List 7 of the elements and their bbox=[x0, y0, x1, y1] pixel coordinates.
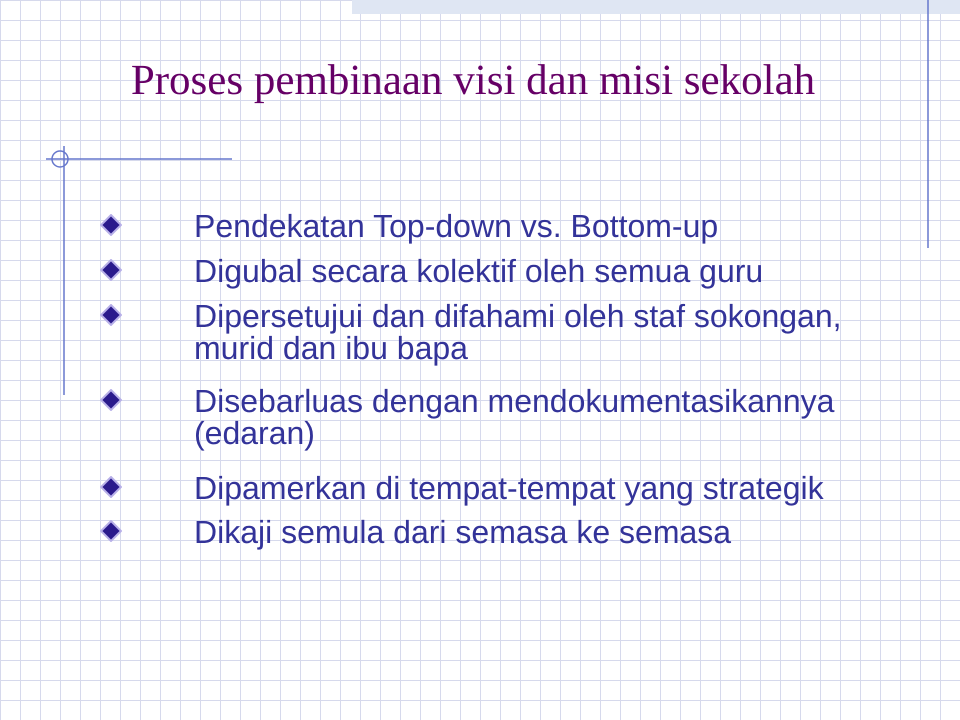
bullet-text: Digubal secara kolektif oleh semua guru bbox=[194, 255, 764, 287]
bullet-text: Dipersetujui dan difahami oleh staf sokongan, murid dan ibu bapa bbox=[194, 300, 843, 364]
bullet-text: Dikaji semula dari semasa ke semasa bbox=[194, 516, 732, 548]
bullet-text: Disebarluas dengan mendokumentasikannya (edaran) bbox=[194, 385, 836, 449]
bullet-text: Pendekatan Top-down vs. Bottom-up bbox=[194, 210, 720, 242]
bullet-text: Dipamerkan di tempat-tempat yang strategik bbox=[194, 472, 825, 504]
slide-title: Proses pembinaan visi dan misi sekolah bbox=[130, 56, 816, 105]
